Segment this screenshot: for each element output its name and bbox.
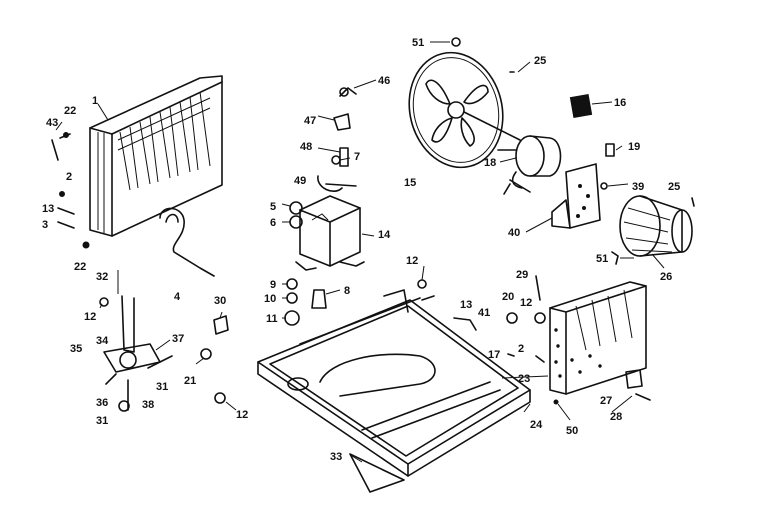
label-49: 49 — [294, 175, 306, 187]
label-16: 16 — [614, 97, 626, 109]
label-2: 2 — [66, 171, 72, 183]
fan-nut — [451, 37, 461, 47]
label-21: 21 — [184, 375, 196, 387]
label-39: 39 — [632, 181, 644, 193]
label-51: 51 — [596, 253, 608, 265]
label-31: 31 — [96, 415, 108, 427]
label-12: 12 — [84, 311, 96, 323]
label-43: 43 — [46, 117, 58, 129]
part-labels: 51 25 16 1 22 43 46 47 48 7 49 2 13 3 5 … — [42, 37, 680, 463]
shroud-bracket — [159, 207, 215, 277]
label-17: 17 — [488, 349, 500, 361]
screw-12-top — [417, 279, 427, 289]
blower-wheel — [619, 195, 695, 257]
label-50: 50 — [566, 425, 578, 437]
label-15: 15 — [404, 177, 416, 189]
compressor-small-parts — [284, 87, 357, 326]
label-25: 25 — [668, 181, 680, 193]
washer-39 — [600, 182, 608, 190]
label-12: 12 — [406, 255, 418, 267]
label-2: 2 — [518, 343, 524, 355]
label-22: 22 — [64, 105, 76, 117]
label-41: 41 — [478, 307, 490, 319]
control-assembly — [99, 295, 173, 412]
screw-19 — [605, 143, 615, 157]
label-14: 14 — [378, 229, 391, 241]
label-36: 36 — [96, 397, 108, 409]
label-11: 11 — [266, 313, 278, 325]
label-47: 47 — [304, 115, 316, 127]
label-35: 35 — [70, 343, 82, 355]
label-10: 10 — [264, 293, 276, 305]
label-33: 33 — [330, 451, 342, 463]
fitting-21 — [200, 348, 212, 360]
label-7: 7 — [354, 151, 360, 163]
label-34: 34 — [96, 335, 109, 347]
evaporator-coil — [549, 281, 647, 395]
label-12: 12 — [520, 297, 532, 309]
label-6: 6 — [270, 217, 276, 229]
part-30 — [213, 315, 229, 335]
label-40: 40 — [508, 227, 520, 239]
label-37: 37 — [172, 333, 184, 345]
label-27: 27 — [600, 395, 612, 407]
label-8: 8 — [344, 285, 350, 297]
label-9: 9 — [270, 279, 276, 291]
label-19: 19 — [628, 141, 640, 153]
coil-screws — [51, 132, 90, 249]
label-30: 30 — [214, 295, 226, 307]
label-24: 24 — [530, 419, 543, 431]
label-32: 32 — [96, 271, 108, 283]
bracket-13-41 — [453, 317, 477, 331]
label-4: 4 — [174, 291, 181, 303]
label-51: 51 — [412, 37, 424, 49]
nut-51-right — [611, 251, 619, 265]
label-20: 20 — [502, 291, 514, 303]
evaporator-fittings — [506, 275, 651, 405]
label-28: 28 — [610, 411, 622, 423]
label-29: 29 — [516, 269, 528, 281]
condenser-fan-blade — [408, 51, 521, 169]
label-5: 5 — [270, 201, 276, 213]
label-46: 46 — [378, 75, 390, 87]
leader-lines — [55, 41, 665, 463]
filter-pad — [569, 94, 593, 118]
label-23: 23 — [518, 373, 530, 385]
label-3: 3 — [42, 219, 48, 231]
label-12: 12 — [236, 409, 248, 421]
compressor — [295, 175, 365, 271]
base-pan — [257, 289, 531, 493]
label-13: 13 — [460, 299, 472, 311]
condenser-coil — [89, 75, 223, 237]
label-38: 38 — [142, 399, 154, 411]
motor-mount-bracket — [551, 163, 601, 229]
label-31: 31 — [156, 381, 168, 393]
label-48: 48 — [300, 141, 312, 153]
fan-motor — [497, 135, 562, 195]
label-22: 22 — [74, 261, 86, 273]
screw-12-bottom — [214, 392, 226, 404]
label-25: 25 — [534, 55, 546, 67]
label-1: 1 — [92, 95, 98, 107]
label-13: 13 — [42, 203, 54, 215]
label-18: 18 — [484, 157, 496, 169]
label-26: 26 — [660, 271, 672, 283]
